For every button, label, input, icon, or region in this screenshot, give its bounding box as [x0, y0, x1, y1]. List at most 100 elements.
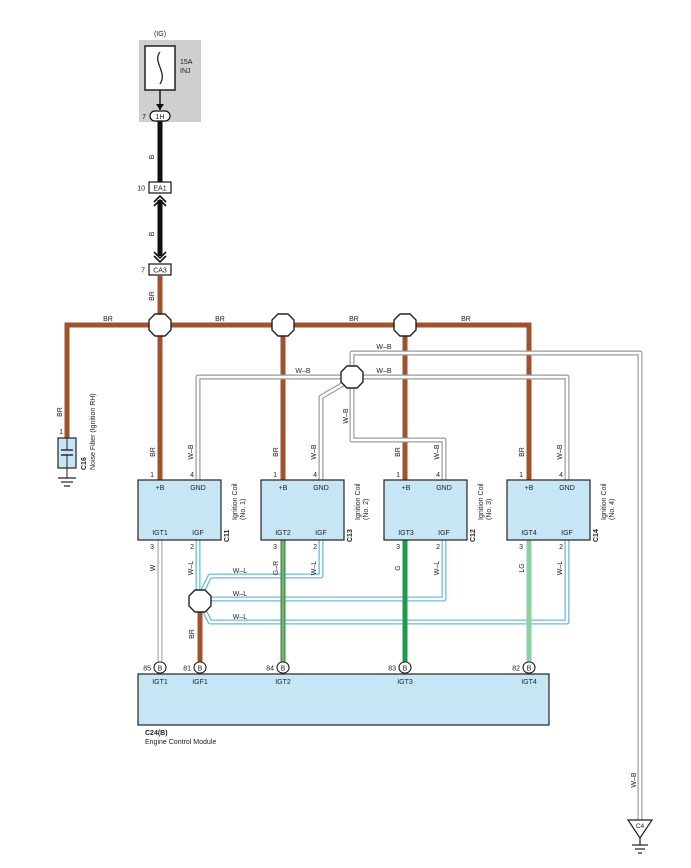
wire-wl-label-2: W–L — [233, 591, 248, 598]
noise-filter-name: Noise Filter (Ignition RH) — [90, 393, 97, 470]
ground-c4-icon — [626, 819, 654, 840]
ecm-name: Engine Control Module — [145, 739, 216, 746]
coil4-wl-label: W–L — [557, 561, 564, 576]
coil-pin-gnd: GND — [559, 485, 575, 492]
ecm-pin-label: IGT1 — [152, 679, 168, 686]
coil-code: C12 — [470, 529, 477, 542]
coil1-br-label: BR — [150, 447, 157, 457]
coil-pin-igt: IGT2 — [275, 530, 291, 537]
ecm-pin-conn-label: B — [158, 666, 163, 673]
coil-box — [506, 479, 591, 541]
igt3-wire-label: G — [395, 565, 402, 570]
wire-br-bus — [64, 322, 532, 480]
coil-pin-plus-b: +B — [525, 485, 534, 492]
igf1-wire-label: BR — [189, 629, 196, 639]
wire-b-upper-label: B — [149, 154, 156, 159]
splice-wb — [340, 365, 364, 389]
wire-br-label-1: BR — [103, 316, 113, 323]
coil-number: (No. 3) — [486, 499, 493, 520]
ecm-pin-label: IGT3 — [397, 679, 413, 686]
coil-pin-igt: IGT1 — [152, 530, 168, 537]
coil1-wb-label: W–B — [188, 444, 195, 460]
coil-box — [260, 479, 345, 541]
wire-br-label-4: BR — [461, 316, 471, 323]
coil-pin-num-2: 2 — [559, 544, 563, 551]
ecm-pin-number: 84 — [266, 666, 274, 673]
coil2-br-label: BR — [273, 447, 280, 457]
connector-ea1-pin: 10 — [137, 186, 145, 193]
coil-number: (No. 1) — [240, 499, 247, 520]
coil-name: Ignition Coil — [232, 483, 239, 520]
coil1-wl-label: W–L — [188, 561, 195, 576]
coil-pin-num-4: 4 — [559, 472, 563, 479]
igt1-wire-label: W — [150, 564, 157, 571]
wl-igf-wires — [195, 540, 570, 625]
coil-name: Ignition Coil — [601, 483, 608, 520]
wire-wl-label-1: W–L — [233, 568, 248, 575]
ecm-pin-connector — [193, 661, 207, 674]
coil-name: Ignition Coil — [355, 483, 362, 520]
ecm-pin-conn-label: B — [281, 666, 286, 673]
ecm-pin-conn-label: B — [198, 666, 203, 673]
coil-pin-num-3: 3 — [273, 544, 277, 551]
ecm-code: C24(B) — [145, 730, 168, 737]
ecm-pin-conn-label: B — [527, 666, 532, 673]
coil-code: C14 — [593, 529, 600, 542]
ecm-pin-label: IGF1 — [192, 679, 208, 686]
ca3-chevron — [153, 251, 167, 264]
coil-pin-igt: IGT4 — [521, 530, 537, 537]
ecm-box — [137, 673, 550, 726]
coil-name: Ignition Coil — [478, 483, 485, 520]
wire-wl-label-3: W–L — [233, 614, 248, 621]
coil-pin-num-2: 2 — [436, 544, 440, 551]
wb-ground-wires — [195, 350, 643, 820]
igt2-wire-label: G–R — [273, 561, 280, 575]
ecm-pin-connector — [522, 661, 536, 674]
splice-wl — [188, 589, 212, 613]
ecm-pin-number: 82 — [512, 666, 520, 673]
wire-wb-label-1: W–B — [295, 368, 311, 375]
coil-code: C11 — [224, 529, 231, 542]
fuse-rating: 15A — [180, 59, 193, 66]
igt4-wire-label: LG — [519, 563, 526, 572]
wire-br-label-3: BR — [349, 316, 359, 323]
connector-ca3-label: CA3 — [153, 268, 167, 275]
coil4-wb-label: W–B — [557, 444, 564, 460]
connector-ea1-label: EA1 — [153, 186, 166, 193]
coil3-wl-label: W–L — [434, 561, 441, 576]
fuse-element — [157, 51, 163, 85]
connector-ca3-pin: 7 — [141, 268, 145, 275]
coil-pin-gnd: GND — [190, 485, 206, 492]
coil-pin-num-3: 3 — [396, 544, 400, 551]
coil3-br-label: BR — [395, 447, 402, 457]
ecm-pin-number: 85 — [143, 666, 151, 673]
coil-pin-num-2: 2 — [313, 544, 317, 551]
splice-br-3 — [393, 313, 417, 337]
fuse-connector-label: 1H — [156, 114, 165, 121]
coil-pin-plus-b: +B — [402, 485, 411, 492]
noise-filter-ground-icon — [58, 477, 76, 487]
fuse-name: INJ — [180, 68, 191, 75]
fuse-pin: 7 — [142, 114, 146, 121]
ecm-pin-connector — [153, 661, 167, 674]
ecm-pin-label: IGT4 — [521, 679, 537, 686]
coil-box — [383, 479, 468, 541]
ecm-pin-connector — [398, 661, 412, 674]
noise-filter-pin: 1 — [59, 429, 63, 436]
wire-br-label-filter: BR — [57, 407, 64, 417]
coil-code: C13 — [347, 529, 354, 542]
wire-b-lower-label: B — [149, 231, 156, 236]
coil-pin-num-1: 1 — [396, 472, 400, 479]
coil-pin-num-4: 4 — [436, 472, 440, 479]
coil2-wb-label: W–B — [311, 444, 318, 460]
fuse-source-label: (IG) — [154, 31, 166, 38]
wire-wb-label-3: W–B — [376, 368, 392, 375]
ecm-pin-number: 83 — [388, 666, 396, 673]
